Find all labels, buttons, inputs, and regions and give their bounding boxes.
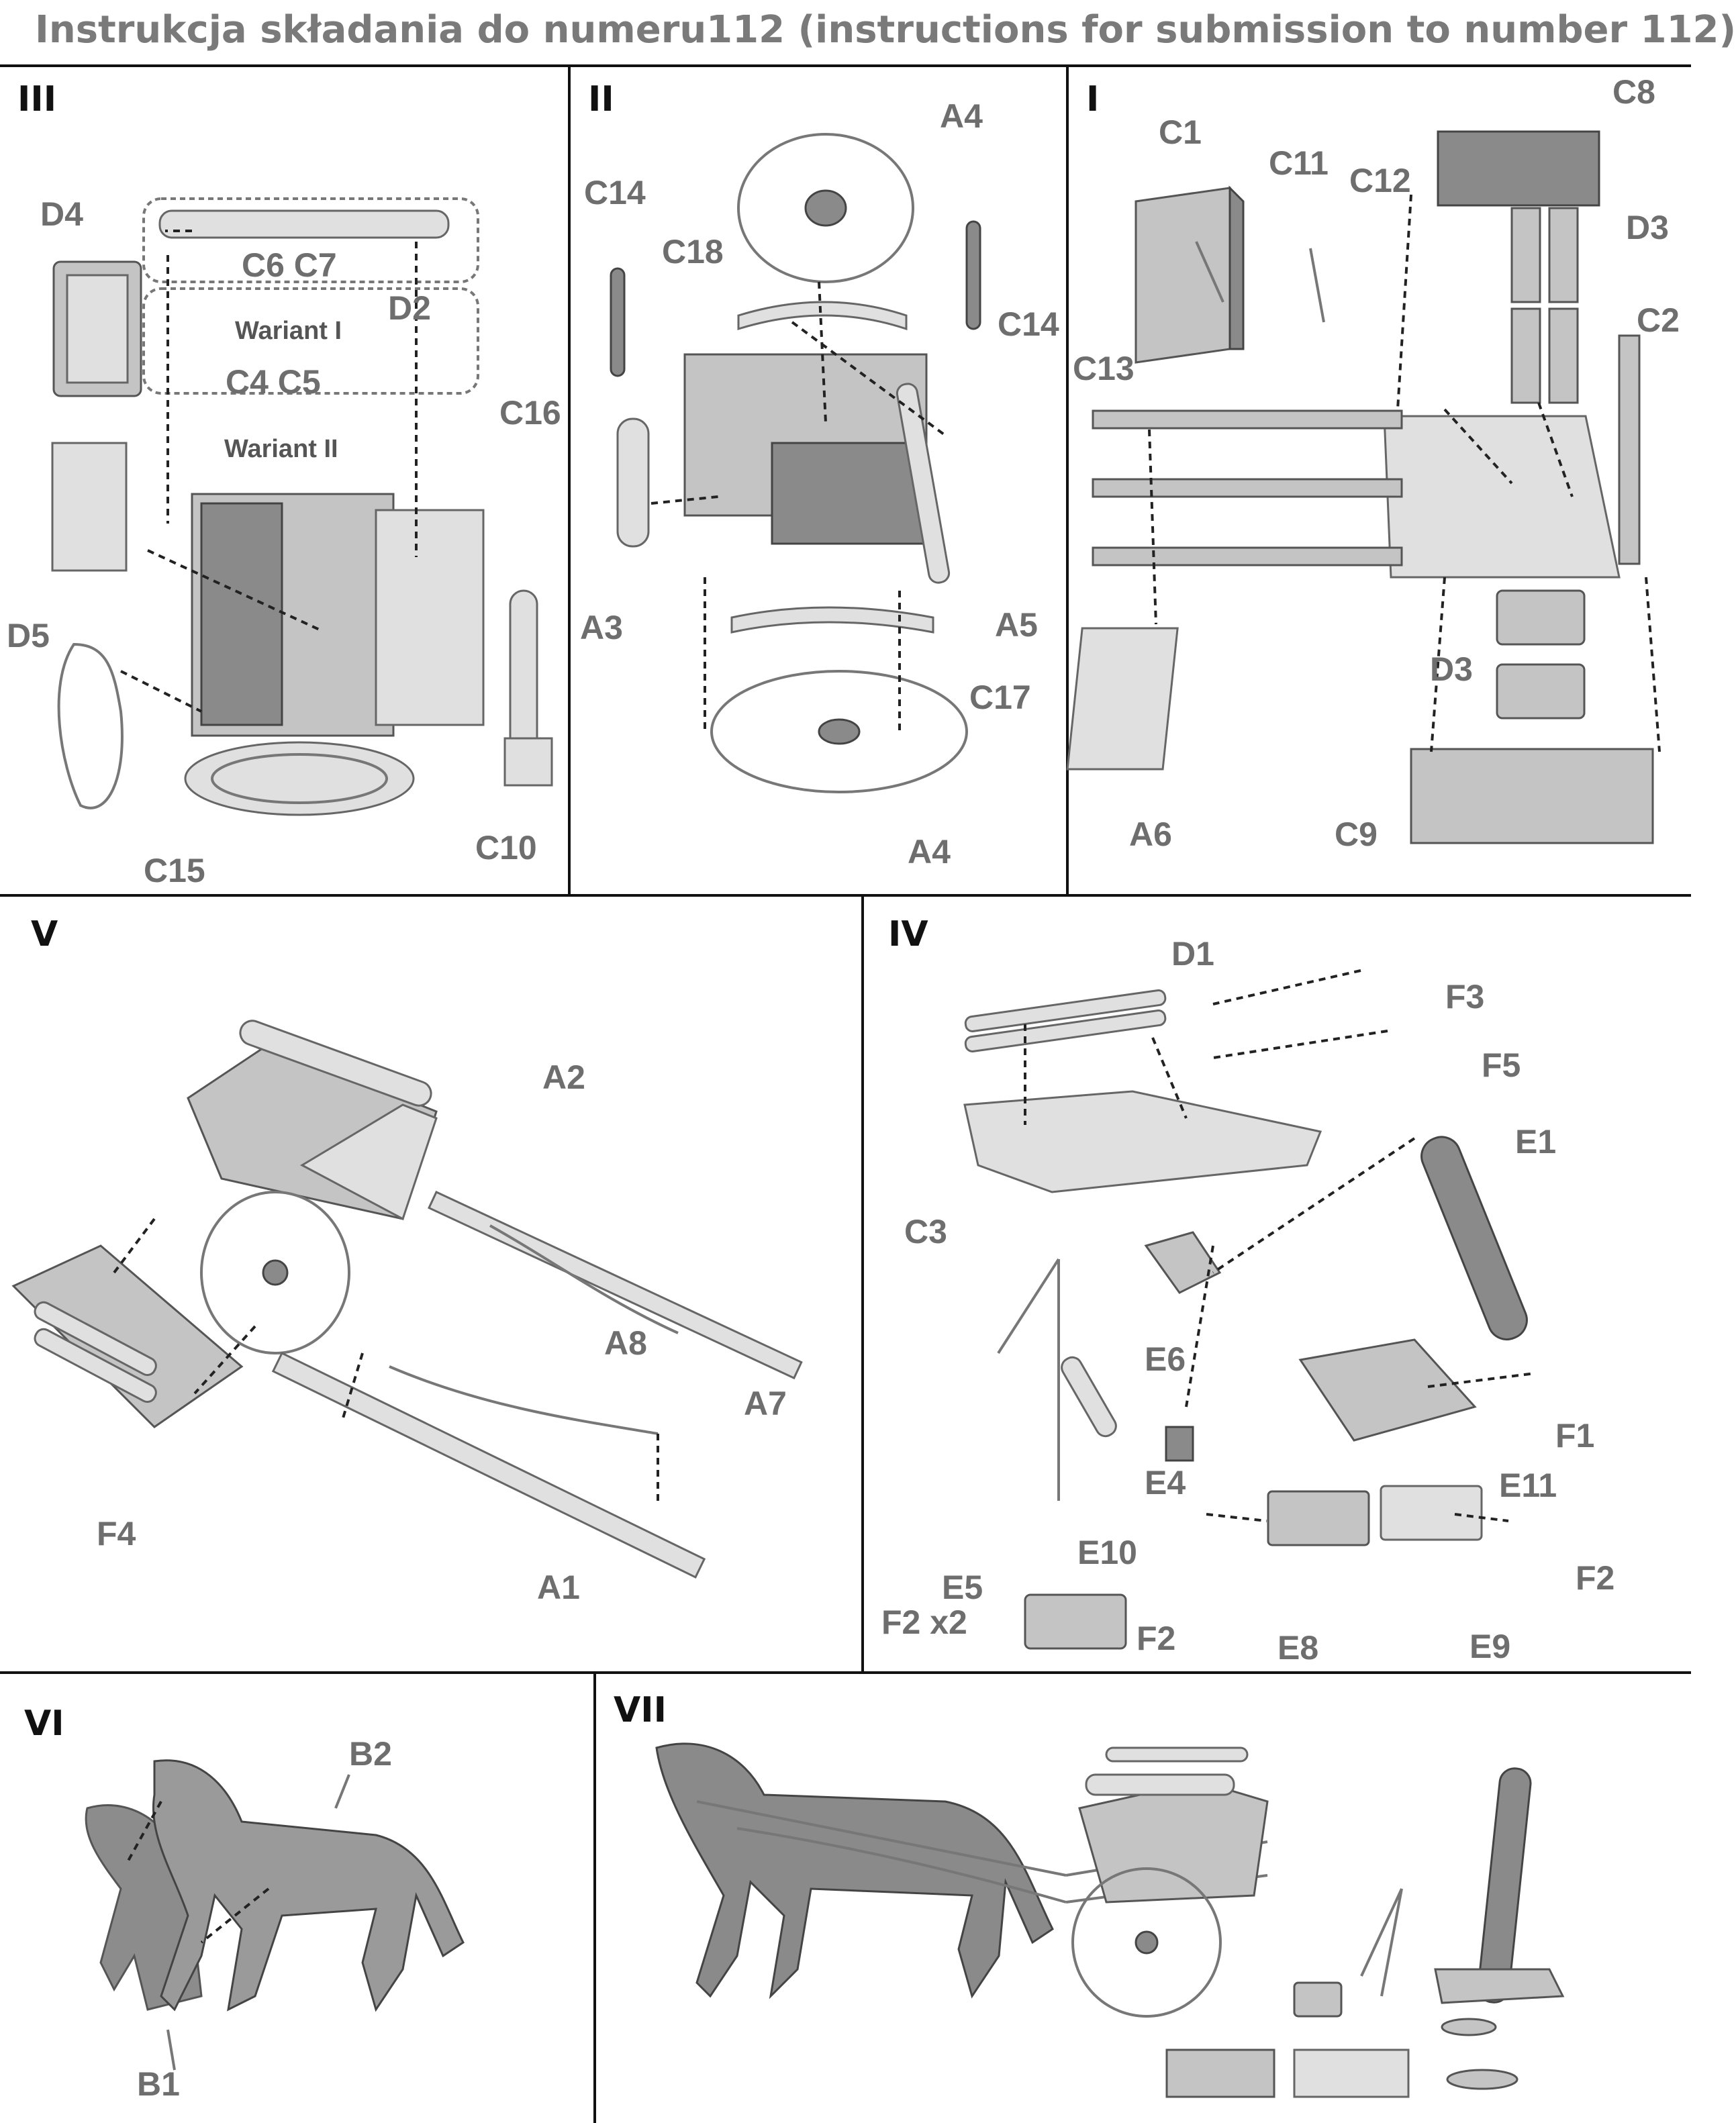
label-E11: E11 bbox=[1499, 1467, 1557, 1504]
panel-II: II A4 C14 C18 C14 A3 A5 C17 A4 bbox=[571, 67, 1066, 894]
label-wariant-II: Wariant II bbox=[224, 435, 338, 463]
divider-VI-VII bbox=[593, 1674, 596, 2123]
label-C3: C3 bbox=[904, 1213, 947, 1250]
label-F2-x2: F2 x2 bbox=[881, 1603, 967, 1641]
label-D3-top: D3 bbox=[1626, 209, 1669, 246]
panel-VI-illustration bbox=[85, 1759, 465, 2071]
panel-VI: VI B2 B1 bbox=[0, 1674, 593, 2123]
label-C12: C12 bbox=[1349, 162, 1411, 199]
header-rule bbox=[0, 64, 1691, 67]
label-D1: D1 bbox=[1171, 935, 1214, 973]
panel-VII-illustration bbox=[655, 1742, 1565, 2098]
label-C14-left: C14 bbox=[584, 174, 646, 211]
panel-III-illustration bbox=[51, 197, 553, 816]
panel-V-illustration bbox=[11, 1020, 803, 1579]
panel-IV-illustration bbox=[963, 969, 1536, 1650]
label-E5: E5 bbox=[942, 1569, 983, 1606]
label-A3: A3 bbox=[580, 609, 623, 646]
panel-II-illustration bbox=[610, 133, 981, 793]
label-C4-C5: C4 C5 bbox=[226, 363, 321, 401]
label-D3-middle: D3 bbox=[1430, 650, 1473, 688]
label-D2: D2 bbox=[388, 289, 431, 327]
page-header: Instrukcja składania do numeru112 (instr… bbox=[0, 0, 1736, 64]
label-E10: E10 bbox=[1077, 1534, 1137, 1571]
label-C14-right: C14 bbox=[998, 305, 1059, 343]
panel-numeral: IV bbox=[888, 914, 928, 954]
label-C6-C7: C6 C7 bbox=[242, 246, 337, 284]
label-F1: F1 bbox=[1555, 1417, 1595, 1454]
row2-rule bbox=[0, 1671, 1691, 1674]
label-E8: E8 bbox=[1277, 1629, 1319, 1667]
label-A4-top: A4 bbox=[940, 97, 983, 135]
label-C16: C16 bbox=[499, 394, 561, 432]
label-A2: A2 bbox=[542, 1058, 585, 1096]
panel-numeral: II bbox=[588, 79, 614, 119]
divider-III-II bbox=[568, 67, 571, 894]
label-A6: A6 bbox=[1129, 816, 1172, 853]
row1-rule bbox=[0, 894, 1691, 897]
label-C13: C13 bbox=[1073, 350, 1135, 387]
label-F2-right: F2 bbox=[1576, 1559, 1615, 1597]
page-title: Instrukcja składania do numeru112 (instr… bbox=[35, 8, 1736, 52]
panel-I-illustration bbox=[1066, 130, 1661, 844]
label-wariant-I: Wariant I bbox=[235, 317, 342, 345]
label-A4-bottom: A4 bbox=[908, 833, 951, 871]
label-E4: E4 bbox=[1145, 1464, 1186, 1501]
label-E6: E6 bbox=[1145, 1340, 1186, 1378]
label-B1: B1 bbox=[137, 2065, 180, 2103]
label-E1: E1 bbox=[1515, 1123, 1557, 1161]
label-C9: C9 bbox=[1335, 816, 1378, 853]
panel-V: V A2 A8 A7 F4 A1 bbox=[0, 897, 861, 1671]
label-F3: F3 bbox=[1445, 978, 1485, 1016]
label-A8: A8 bbox=[604, 1324, 647, 1362]
label-D4: D4 bbox=[40, 195, 83, 233]
label-C11: C11 bbox=[1269, 144, 1329, 182]
label-C15: C15 bbox=[144, 852, 205, 889]
panel-numeral: VI bbox=[24, 1704, 64, 1744]
label-C2: C2 bbox=[1637, 301, 1680, 339]
label-F4: F4 bbox=[97, 1515, 136, 1552]
panel-III: III D4 C6 C7 D2 Wariant I C4 C5 Wariant … bbox=[0, 67, 568, 894]
panel-IV: IV D1 F3 F5 E1 C3 E6 F1 E4 E11 E10 E5 F2… bbox=[864, 897, 1691, 1671]
label-F2-middle: F2 bbox=[1137, 1620, 1176, 1657]
label-B2: B2 bbox=[349, 1735, 392, 1773]
panel-numeral: I bbox=[1086, 79, 1100, 119]
panel-numeral: VII bbox=[614, 1690, 667, 1730]
panel-I: I C8 C1 C11 C12 D3 C2 C13 D3 A6 C9 bbox=[1066, 67, 1691, 894]
panel-numeral: V bbox=[31, 914, 58, 954]
label-C1: C1 bbox=[1159, 113, 1202, 151]
panel-VII: VII bbox=[596, 1674, 1691, 2123]
label-A1: A1 bbox=[537, 1569, 580, 1606]
label-A7: A7 bbox=[744, 1385, 787, 1422]
panel-numeral: III bbox=[17, 79, 57, 119]
divider-II-I bbox=[1066, 67, 1069, 894]
divider-V-IV bbox=[861, 897, 864, 1671]
label-F5: F5 bbox=[1482, 1046, 1521, 1084]
label-C10: C10 bbox=[475, 829, 537, 867]
label-E9: E9 bbox=[1469, 1628, 1511, 1665]
label-C8: C8 bbox=[1612, 73, 1655, 111]
label-C18: C18 bbox=[662, 233, 724, 270]
label-D5: D5 bbox=[7, 617, 50, 654]
label-C17: C17 bbox=[969, 679, 1031, 716]
label-A5: A5 bbox=[995, 606, 1038, 644]
